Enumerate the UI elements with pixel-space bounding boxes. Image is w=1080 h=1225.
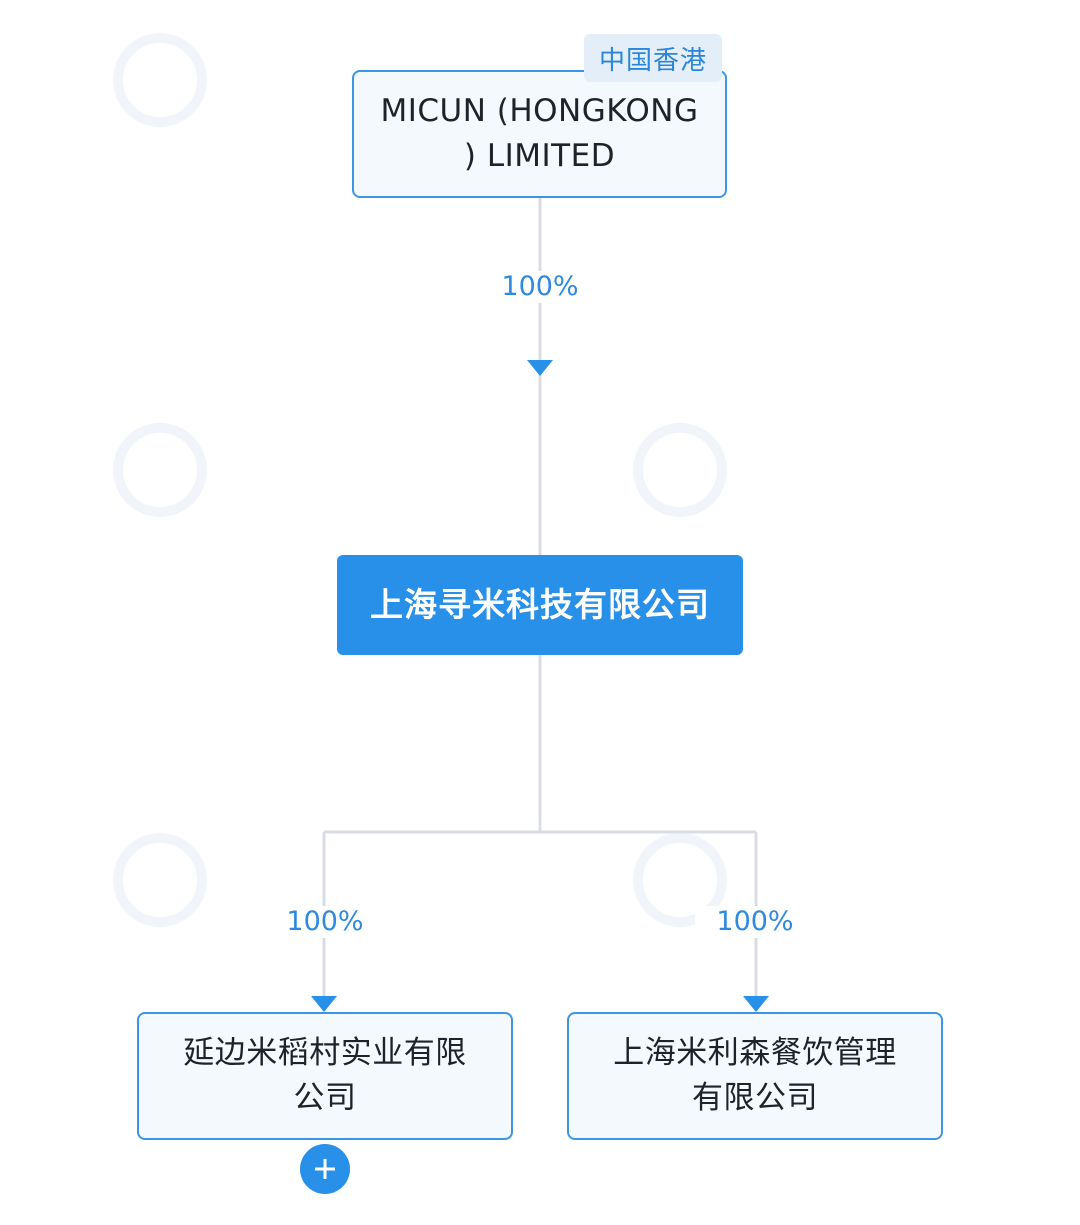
subsidiary-name-line1: 延边米稻村实业有限 — [183, 1035, 467, 1072]
arrow-down-icon — [527, 360, 553, 376]
subsidiary-node-milisen[interactable]: 上海米利森餐饮管理 有限公司 — [567, 1012, 943, 1140]
share-percent-child-right: 100% — [695, 906, 815, 938]
expand-subsidiary-button[interactable] — [300, 1144, 350, 1194]
share-percent-child-left: 100% — [265, 906, 385, 938]
subsidiary-node-yanbian[interactable]: 延边米稻村实业有限 公司 — [137, 1012, 513, 1140]
subsidiary-name-line2: 公司 — [293, 1080, 357, 1116]
arrow-down-icon — [743, 996, 769, 1012]
arrow-down-icon — [311, 996, 337, 1012]
company-name: 上海寻米科技有限公司 — [370, 585, 710, 625]
region-tag-hongkong: 中国香港 — [584, 34, 722, 82]
shareholder-name-line2: ) LIMITED — [463, 138, 616, 174]
plus-icon — [315, 1159, 335, 1179]
subsidiary-name-line1: 上海米利森餐饮管理 — [613, 1035, 897, 1072]
share-percent-parent: 100% — [480, 271, 600, 303]
shareholder-node-micun-hongkong[interactable]: MICUN (HONGKONG ) LIMITED — [352, 70, 727, 198]
subsidiary-name-line2: 有限公司 — [692, 1080, 818, 1116]
shareholder-name-line1: MICUN (HONGKONG — [380, 93, 699, 130]
company-node-center[interactable]: 上海寻米科技有限公司 — [337, 555, 743, 655]
